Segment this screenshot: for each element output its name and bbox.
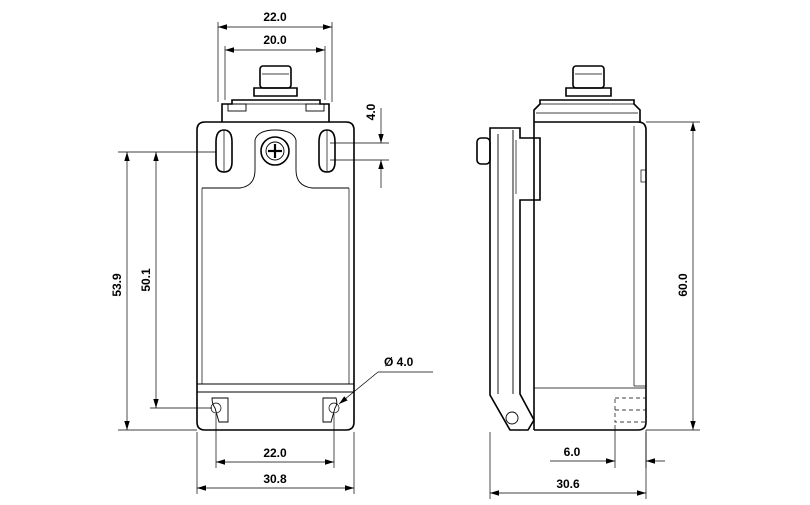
dim-bottom-holes: 22.0 [215, 414, 335, 468]
side-cover-plate [476, 127, 541, 431]
dim-top-outer-label: 22.0 [263, 10, 287, 24]
dim-height-overall: 53.9 [110, 151, 216, 431]
screw-icon [260, 136, 290, 166]
dim-hole-diameter: Ø 4.0 [338, 355, 433, 405]
dim-top-inner: 20.0 [224, 33, 326, 100]
mounting-slot-left [215, 129, 233, 173]
dim-side-height: 60.0 [646, 121, 700, 431]
bottom-hole-right [322, 397, 340, 423]
dim-hole-diameter-label: Ø 4.0 [384, 355, 414, 369]
dim-width-label: 30.8 [263, 472, 287, 486]
dim-side-depth: 30.6 [489, 432, 647, 499]
dim-top-inner-label: 20.0 [263, 33, 287, 47]
bottom-hole-left [210, 397, 229, 423]
dim-side-offset: 6.0 [550, 425, 665, 468]
side-view: 60.0 6.0 30.6 [476, 65, 700, 499]
dim-height-holes: 50.1 [139, 152, 212, 409]
top-flange [221, 99, 330, 122]
dim-bottom-holes-label: 22.0 [263, 446, 287, 460]
dim-height-holes-label: 50.1 [139, 268, 153, 292]
dim-top-outer: 22.0 [217, 10, 333, 102]
dim-slot-offset-label: 4.0 [364, 103, 378, 120]
side-top-flange [533, 99, 641, 122]
dim-width: 30.8 [196, 432, 355, 494]
dim-side-offset-label: 6.0 [564, 445, 581, 459]
side-switch-body [533, 121, 647, 431]
dim-side-depth-label: 30.6 [556, 477, 580, 491]
side-plunger [565, 65, 612, 97]
dim-side-height-label: 60.0 [676, 273, 690, 297]
dim-slot-offset: 4.0 [330, 103, 389, 188]
plunger [253, 65, 298, 97]
dim-height-overall-label: 53.9 [110, 273, 124, 297]
front-view: 22.0 20.0 4.0 53.9 50.1 [110, 10, 433, 494]
switch-body [196, 121, 355, 431]
mounting-slot-right [318, 129, 336, 173]
side-hole-hidden [614, 397, 647, 423]
